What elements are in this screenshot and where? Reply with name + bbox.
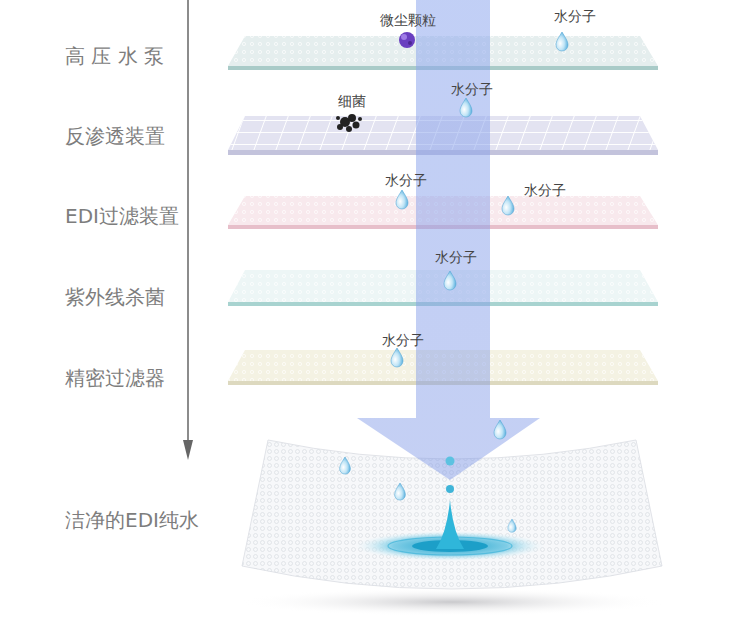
molecule-label: 水分子: [382, 332, 424, 349]
stage-label: 高 压 水 泵: [65, 44, 164, 68]
stage-label: 精密过滤器: [65, 366, 165, 390]
flow-arrowhead: [183, 440, 193, 460]
bacteria-label: 细菌: [338, 93, 366, 110]
water-droplets: [340, 32, 568, 532]
molecule-label: 水分子: [435, 249, 477, 266]
stage-label: 紫外线杀菌: [65, 285, 165, 309]
particle-label: 微尘颗粒: [380, 12, 436, 29]
dust-particle: [399, 32, 415, 48]
molecule-label: 水分子: [385, 172, 427, 189]
bacteria: [336, 114, 362, 132]
stage-label: 反渗透装置: [65, 124, 165, 148]
water-splash: [355, 457, 545, 562]
molecule-label: 水分子: [554, 8, 596, 25]
sheet-shadow: [237, 588, 667, 616]
flow-line: [187, 0, 189, 444]
flow-arrow: [357, 0, 540, 480]
molecule-label: 水分子: [524, 182, 566, 199]
stage-label: EDI过滤装置: [65, 204, 179, 228]
pure-water-sheet: [242, 440, 662, 589]
stage-label: 洁净的EDI纯水: [65, 508, 199, 532]
molecule-label: 水分子: [451, 81, 493, 98]
